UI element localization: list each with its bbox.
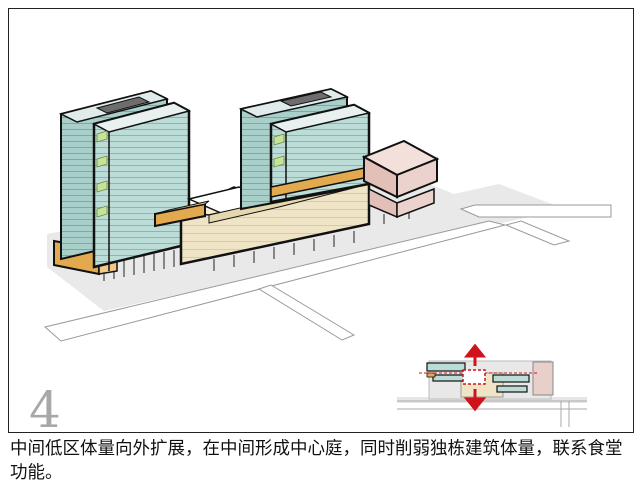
step-number: 4: [29, 381, 61, 439]
key-plan: [397, 343, 587, 427]
diagram-frame: 4: [8, 8, 634, 439]
orange-bridge: [154, 200, 210, 228]
massing-diagram: [43, 87, 612, 427]
ground-plane: [43, 169, 612, 342]
canteen-volume: [361, 139, 440, 219]
caption: 中间低区体量向外扩展，在中间形成中心庭，同时削弱独栋建筑体量，联系食堂功能。: [10, 439, 623, 483]
expand-arrow-icon: [463, 343, 487, 412]
left-tower-front: [91, 101, 192, 271]
right-tower-front: [268, 103, 372, 204]
